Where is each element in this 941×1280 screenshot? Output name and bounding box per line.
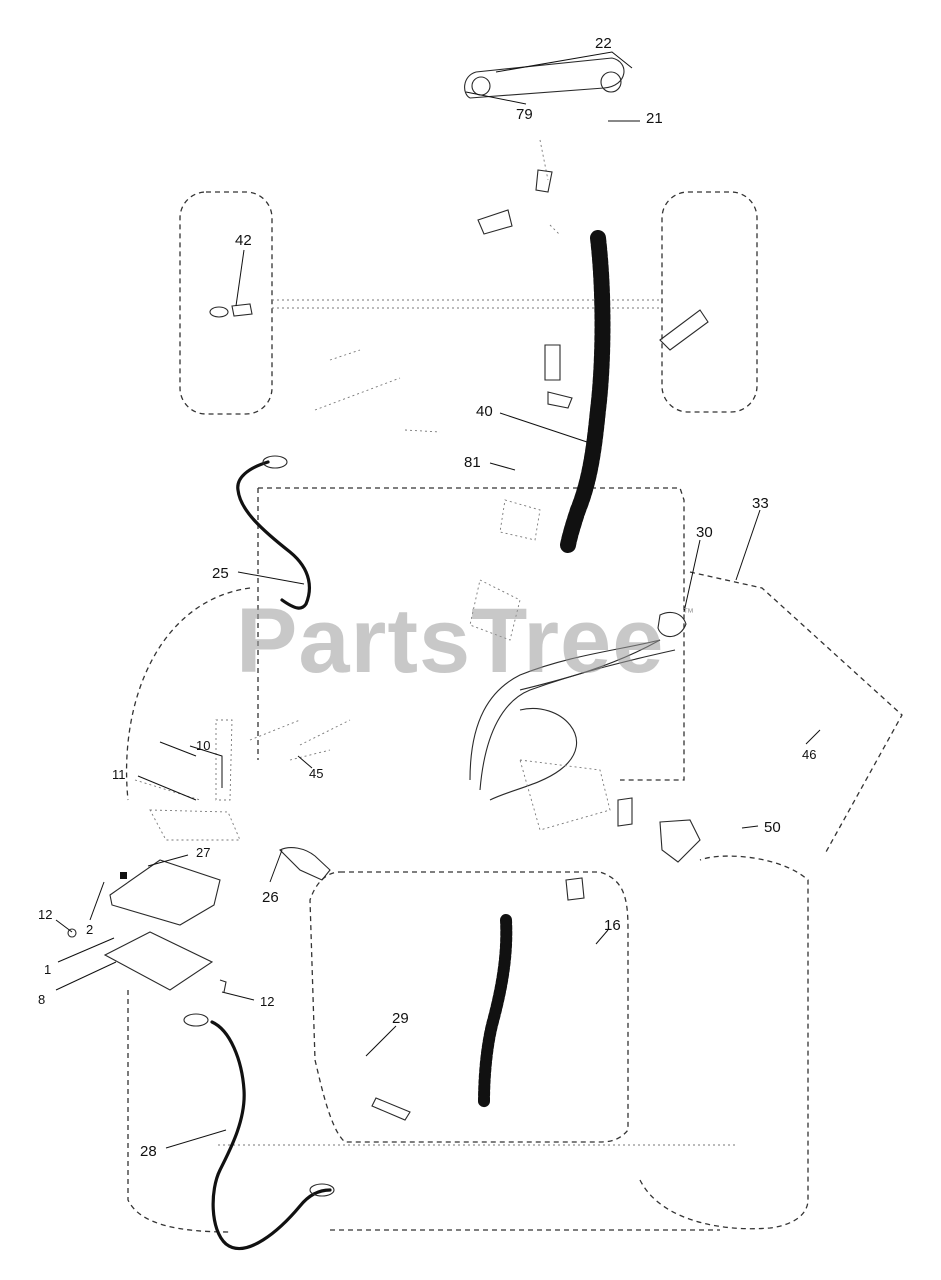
leader-28 bbox=[165, 1129, 227, 1149]
callout-8: 8 bbox=[38, 992, 45, 1007]
rear-bracket-part bbox=[371, 1097, 411, 1121]
drive-belt-part bbox=[469, 639, 676, 801]
battery-terminal-part bbox=[120, 872, 127, 879]
leader-12b bbox=[221, 991, 255, 1001]
leader-79 bbox=[465, 91, 527, 105]
leader-26 bbox=[269, 849, 283, 883]
cables bbox=[183, 230, 661, 1251]
battery-tray-part bbox=[103, 931, 214, 991]
callout-1: 1 bbox=[44, 962, 51, 977]
left-wheel-hub-pin-part bbox=[231, 303, 253, 317]
leader-42 bbox=[235, 249, 245, 307]
cable-28-ring-bottom bbox=[309, 1183, 335, 1197]
callout-26: 26 bbox=[262, 889, 279, 906]
cable-25-ring bbox=[262, 455, 288, 469]
front-left-wheel-outline bbox=[179, 191, 273, 415]
seat-pan-outline bbox=[309, 871, 629, 1143]
leader-10b bbox=[159, 741, 197, 757]
engine-block-part bbox=[469, 499, 541, 641]
tractor-outlines bbox=[125, 191, 903, 1233]
washer-12-part bbox=[67, 928, 77, 938]
left-linkage-part bbox=[249, 719, 351, 761]
callout-22: 22 bbox=[595, 35, 612, 52]
battery-clamp-part bbox=[477, 209, 513, 235]
callout-10: 10 bbox=[196, 738, 210, 753]
steering-hub-left-part bbox=[471, 76, 491, 96]
bolt-12-part bbox=[219, 979, 227, 993]
steering-shaft-part bbox=[539, 139, 561, 236]
callout-79: 79 bbox=[516, 106, 533, 123]
right-bracket-part bbox=[617, 797, 633, 827]
callout-33: 33 bbox=[752, 495, 769, 512]
leader-29 bbox=[365, 1025, 397, 1057]
leader-10 bbox=[189, 745, 223, 788]
leader-30 bbox=[683, 539, 701, 613]
callout-45: 45 bbox=[309, 766, 323, 781]
leader-50 bbox=[741, 825, 759, 829]
leader-12a bbox=[55, 919, 73, 933]
right-connector-part bbox=[659, 819, 701, 863]
leader-81 bbox=[489, 462, 516, 471]
steering-hub-right-part bbox=[600, 71, 622, 93]
callout-12-bolt: 12 bbox=[260, 994, 274, 1009]
leader-16 bbox=[595, 929, 609, 945]
callout-27: 27 bbox=[196, 845, 210, 860]
rear-body-outline bbox=[127, 855, 809, 1233]
leader-46 bbox=[805, 729, 821, 745]
callout-81: 81 bbox=[464, 454, 481, 471]
fuel-hose-29 bbox=[478, 914, 513, 1108]
callout-42: 42 bbox=[235, 232, 252, 249]
watermark-text: PartsTree bbox=[236, 590, 664, 692]
leader-2 bbox=[89, 881, 105, 921]
fuel-hose-40 bbox=[560, 230, 611, 553]
callout-21: 21 bbox=[646, 110, 663, 127]
bracket-part bbox=[535, 169, 553, 193]
leader-22 bbox=[495, 51, 633, 73]
faint-parts bbox=[67, 57, 709, 1121]
callout-30: 30 bbox=[696, 524, 713, 541]
leader-27 bbox=[147, 854, 189, 867]
cable-28 bbox=[210, 1020, 332, 1251]
front-linkage-part bbox=[314, 349, 441, 433]
right-deck-outline bbox=[689, 571, 903, 853]
right-spindle-part bbox=[659, 309, 709, 351]
leader-lines bbox=[55, 51, 821, 1149]
wire-30 bbox=[519, 639, 661, 691]
callout-2: 2 bbox=[86, 922, 93, 937]
pulley-part bbox=[657, 611, 687, 638]
left-wheel-hub-part bbox=[209, 306, 229, 318]
watermark-trademark: ™ bbox=[683, 607, 694, 619]
callout-labels: 22 79 21 42 40 81 33 30 25 10 11 45 46 5… bbox=[38, 35, 816, 1160]
leader-25 bbox=[237, 571, 305, 585]
left-deck-arc-outline bbox=[125, 587, 251, 801]
connector-26-part bbox=[279, 847, 331, 881]
battery-top-part bbox=[109, 859, 221, 926]
battery-support-part bbox=[134, 779, 241, 841]
callout-11: 11 bbox=[112, 767, 126, 782]
callout-12-washer: 12 bbox=[38, 907, 52, 922]
callout-29: 29 bbox=[392, 1010, 409, 1027]
steering-wheel-part bbox=[464, 57, 625, 99]
callout-16: 16 bbox=[604, 917, 621, 934]
leader-45 bbox=[297, 755, 313, 769]
callout-50: 50 bbox=[764, 819, 781, 836]
transaxle-part bbox=[519, 759, 611, 831]
switch-part bbox=[565, 877, 585, 901]
callout-40: 40 bbox=[476, 403, 493, 420]
front-right-wheel-outline bbox=[661, 191, 758, 413]
callout-28: 28 bbox=[140, 1143, 157, 1160]
solenoid-part bbox=[215, 719, 233, 801]
leader-1 bbox=[57, 937, 115, 963]
leader-11 bbox=[137, 775, 197, 801]
callout-46: 46 bbox=[802, 747, 816, 762]
front-bracket-part bbox=[544, 344, 573, 409]
cable-28-ring-top bbox=[183, 1013, 209, 1027]
leader-40 bbox=[499, 412, 591, 444]
cable-25 bbox=[236, 460, 311, 610]
leader-33 bbox=[735, 509, 761, 581]
leader-8 bbox=[55, 961, 117, 991]
callout-25: 25 bbox=[212, 565, 229, 582]
frame-outline bbox=[257, 487, 685, 781]
